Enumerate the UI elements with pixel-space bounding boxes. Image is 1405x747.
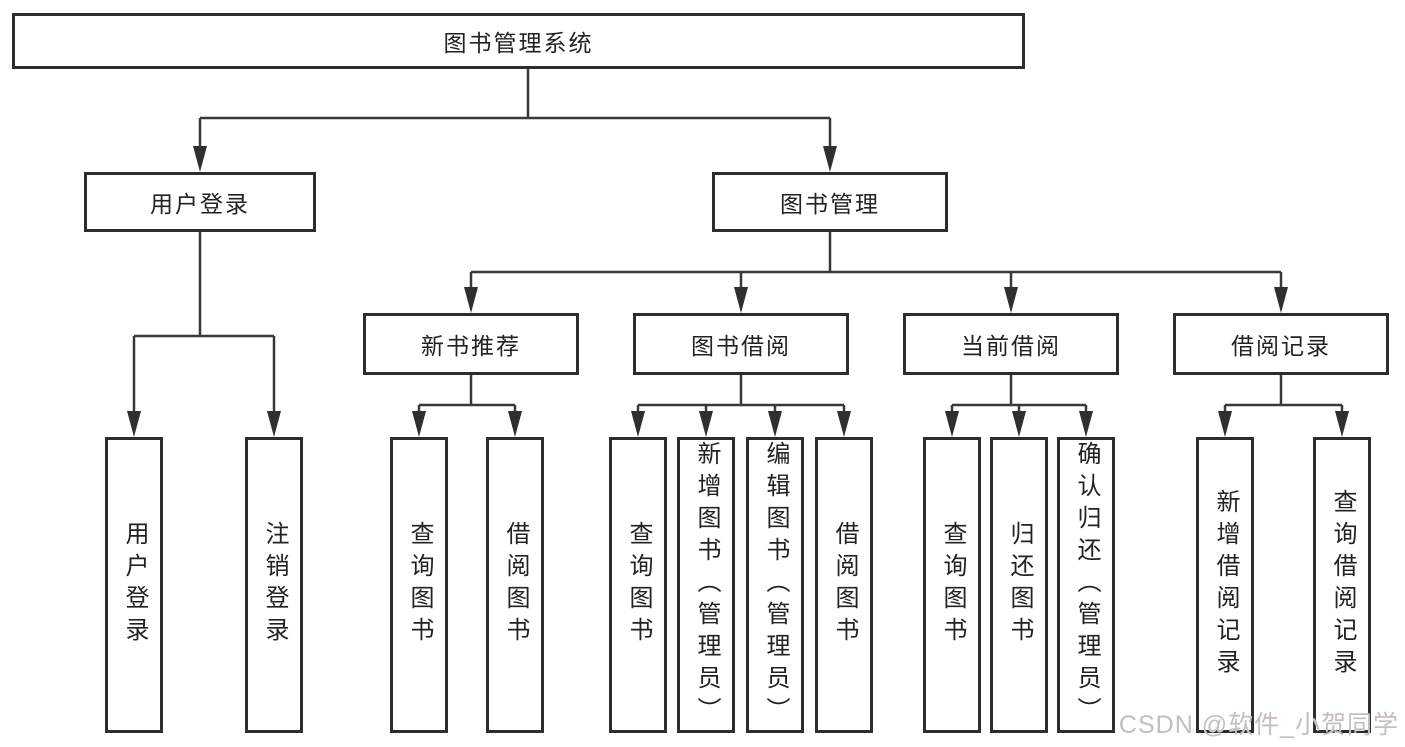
node-root-library-system: 图书管理系统 [12,13,1025,69]
node-book-management: 图书管理 [712,172,948,232]
node-book-borrow: 图书借阅 [633,313,849,375]
leaf-confirm-return-admin: 确认归还（管理员） [1057,437,1115,733]
node-new-book-recommend: 新书推荐 [363,313,579,375]
leaf-logout: 注销登录 [245,437,303,733]
leaf-borrow-books-recommend: 借阅图书 [486,437,544,733]
leaf-add-borrow-record: 新增借阅记录 [1196,437,1254,733]
arrowheads [127,146,1349,437]
leaf-add-books-admin: 新增图书（管理员） [677,437,735,733]
leaf-query-borrow-record: 查询借阅记录 [1313,437,1371,733]
leaf-user-login: 用户登录 [105,437,163,733]
leaf-borrow-books: 借阅图书 [815,437,873,733]
leaf-query-books-recommend: 查询图书 [390,437,448,733]
csdn-watermark: CSDN @软件_小贺同学 [1118,711,1399,739]
node-current-borrow: 当前借阅 [903,313,1119,375]
leaf-return-books: 归还图书 [990,437,1048,733]
leaf-query-books-current: 查询图书 [923,437,981,733]
node-user-login: 用户登录 [84,172,316,232]
leaf-edit-books-admin: 编辑图书（管理员） [746,437,804,733]
node-borrow-records: 借阅记录 [1173,313,1389,375]
leaf-query-books-borrow: 查询图书 [609,437,667,733]
